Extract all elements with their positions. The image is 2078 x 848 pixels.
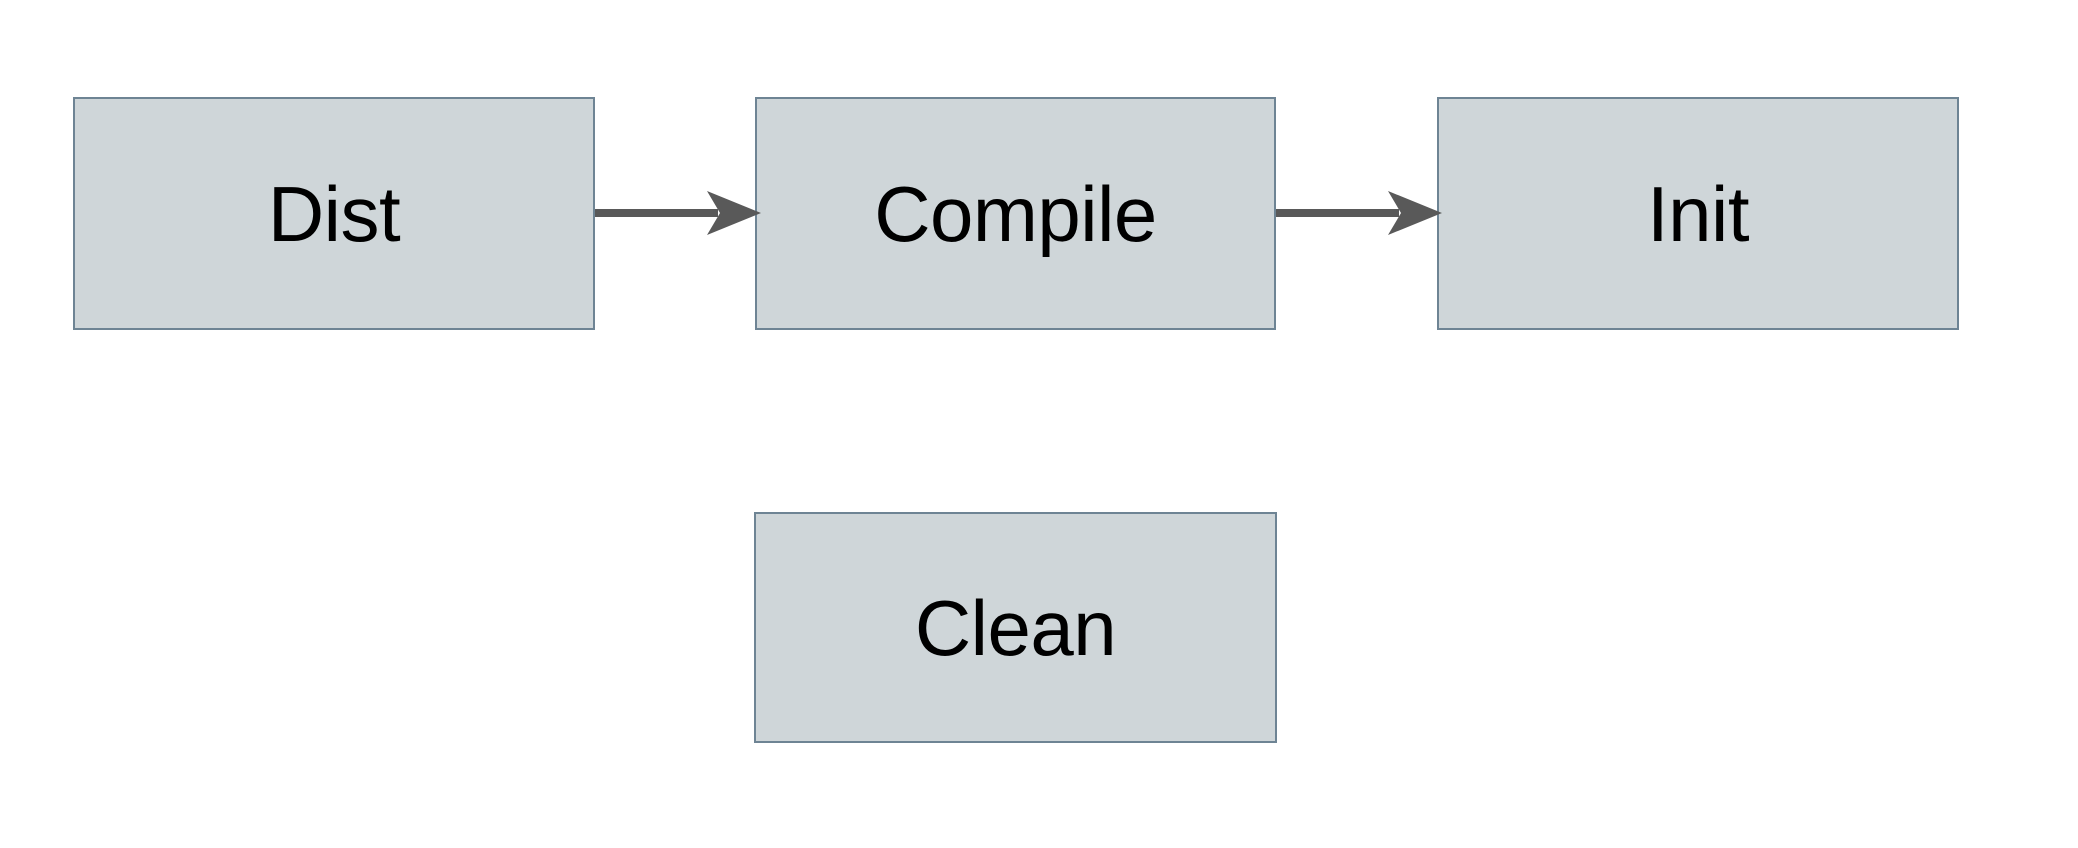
node-init-label: Init xyxy=(1646,169,1750,258)
edge-compile-to-init[interactable] xyxy=(1271,183,1447,245)
node-init[interactable]: Init xyxy=(1437,97,1959,330)
node-clean-label: Clean xyxy=(914,583,1117,672)
arrowhead-icon xyxy=(707,191,761,235)
node-clean[interactable]: Clean xyxy=(754,512,1277,743)
node-dist[interactable]: Dist xyxy=(73,97,595,330)
node-compile-label: Compile xyxy=(874,169,1157,258)
edge-dist-to-compile[interactable] xyxy=(590,183,766,245)
node-compile[interactable]: Compile xyxy=(755,97,1276,330)
arrowhead-icon xyxy=(1388,191,1442,235)
node-dist-label: Dist xyxy=(267,169,401,258)
